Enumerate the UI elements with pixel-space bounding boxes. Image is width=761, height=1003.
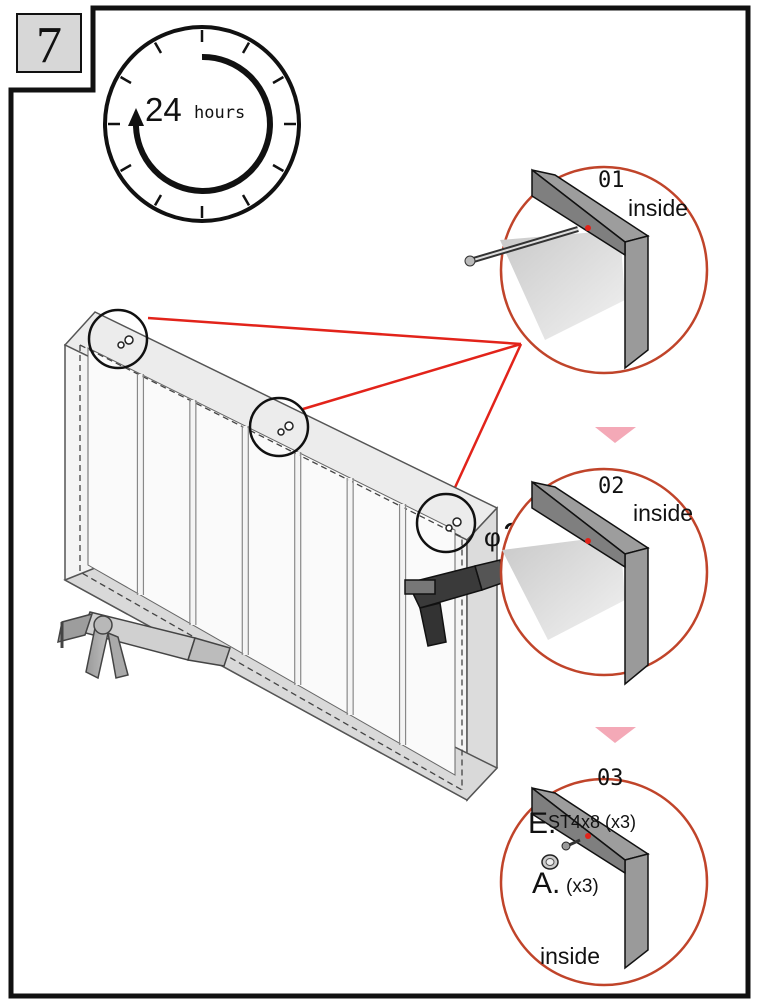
detail-02-number: 02 [598, 474, 625, 499]
timer-value: 24 [145, 91, 182, 128]
hole-marker-middle [248, 396, 310, 458]
clock-tick [153, 41, 163, 54]
step-arrow-icon-2 [595, 727, 636, 743]
leader-lines [147, 316, 523, 495]
clock-arc [132, 53, 273, 194]
timer-unit: hours [194, 103, 245, 123]
screw-icon [561, 838, 581, 851]
cap-quantity: (x3) [566, 876, 599, 897]
drill-diameter-symbol: φ [484, 522, 501, 552]
detail-03: 03 E. ST4x8 (x3) A. (x3) inside [499, 766, 709, 987]
screw-spec: ST4x8 (x3) [548, 812, 636, 832]
clock-tick [272, 75, 285, 85]
detail-01-location: inside [628, 195, 688, 221]
detail-02: 02 inside [499, 467, 709, 686]
page-border [8, 5, 751, 999]
clock-tick [119, 75, 132, 85]
step-number: 7 [36, 17, 62, 74]
screw-letter: E. [528, 807, 556, 840]
hole-marker-right [415, 492, 477, 554]
step-arrow-icon [595, 427, 636, 443]
clock-tick [272, 163, 285, 173]
clock-ticks [108, 30, 296, 218]
detail-01-number: 01 [598, 168, 625, 193]
cap-letter: A. [532, 867, 560, 900]
hole-marker-left [87, 308, 149, 370]
frame-hole-markers [87, 308, 477, 554]
window-frame [63, 311, 499, 802]
window-mullions [136, 374, 407, 745]
clock-tick [119, 163, 132, 173]
caulking-gun-icon [57, 611, 231, 680]
detail-02-location: inside [633, 500, 693, 526]
clock-arrow-icon [128, 108, 144, 126]
clock-icon: 24 hours [103, 25, 301, 223]
cap-icon [541, 854, 559, 870]
clock-tick [241, 41, 251, 54]
clock-tick [241, 194, 251, 207]
step-number-box [16, 13, 82, 73]
detail-01: 01 inside [464, 165, 709, 375]
detail-03-number: 03 [597, 766, 624, 791]
detail-03-location: inside [540, 943, 600, 969]
clock-tick [153, 194, 163, 207]
